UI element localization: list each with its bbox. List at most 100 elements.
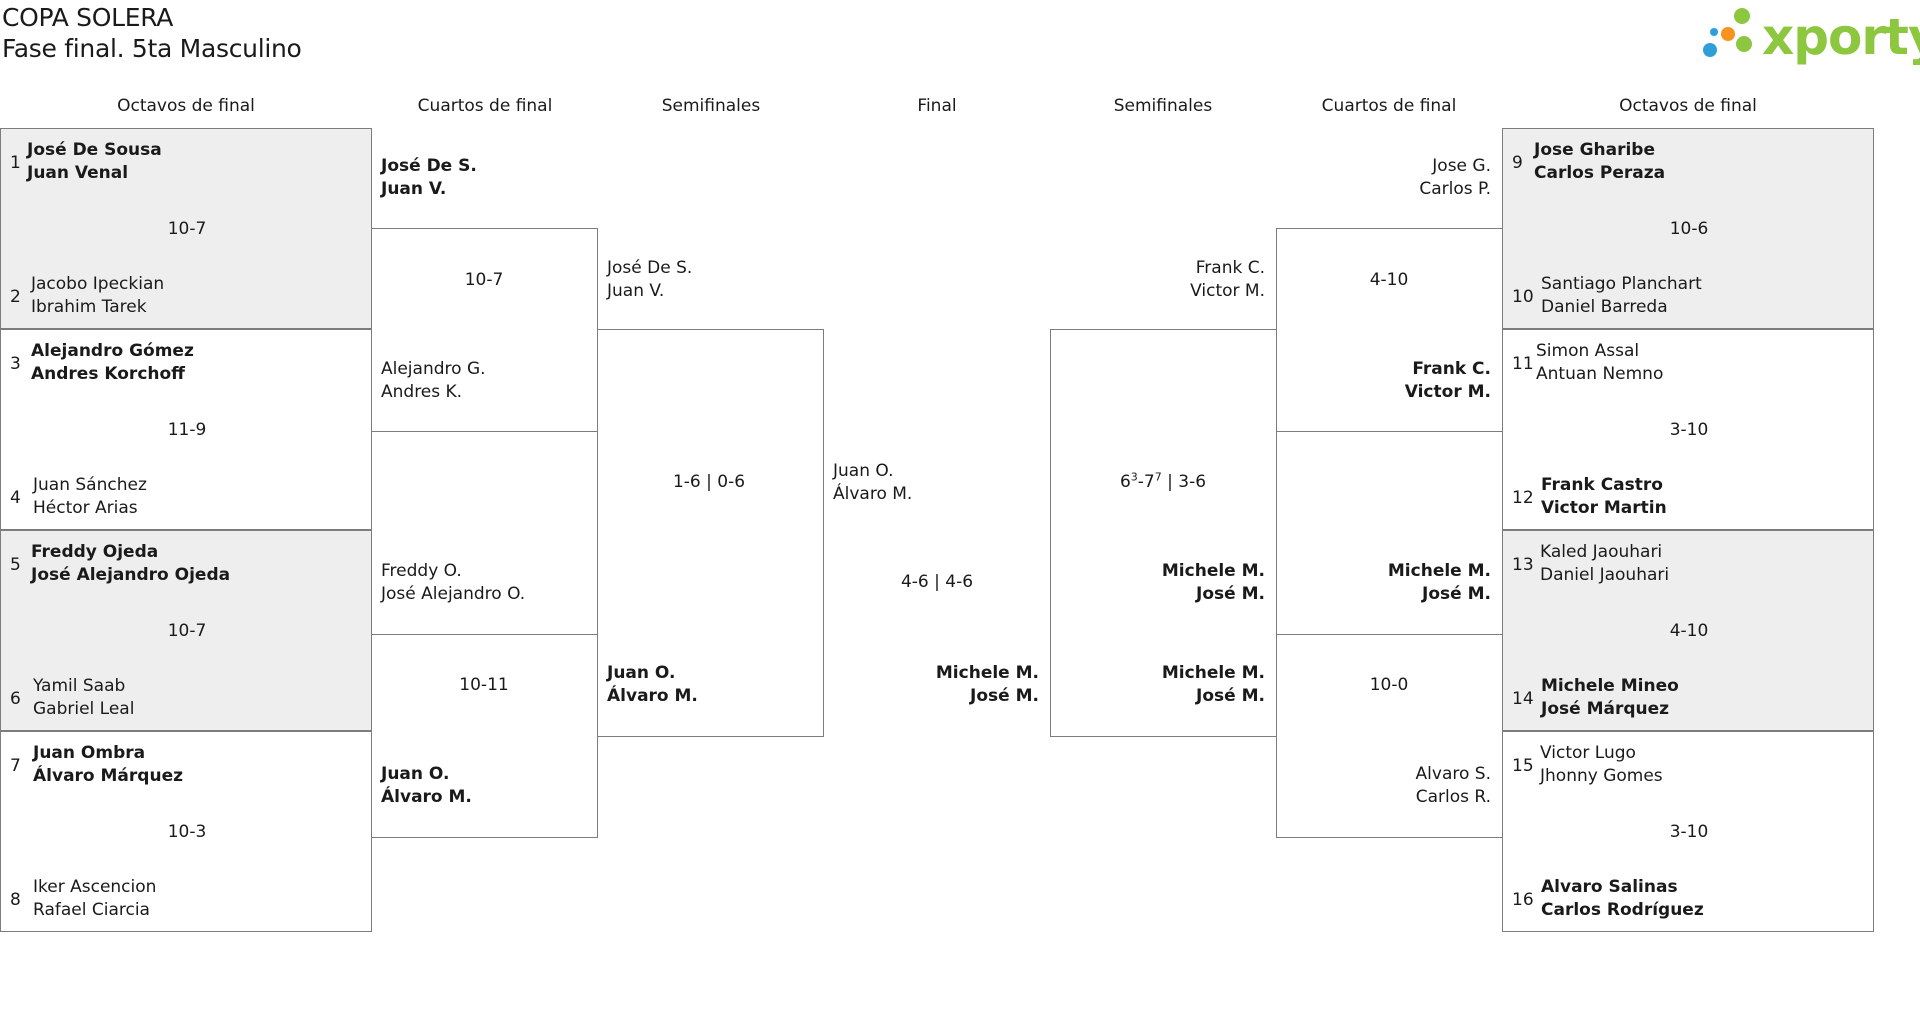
team-b: Jacobo Ipeckian Ibrahim Tarek: [31, 273, 164, 319]
player-name: Alvaro S.: [1415, 764, 1491, 784]
player-name: Daniel Jaouhari: [1540, 565, 1670, 585]
seed-number: 13: [1512, 555, 1534, 575]
team-a: Simon Assal Antuan Nemno: [1536, 340, 1663, 386]
player-name: José M.: [970, 686, 1039, 706]
match-box-r16-right-3: 13 Kaled Jaouhari Daniel Jaouhari 4-10 1…: [1502, 530, 1874, 731]
header-octavos-left: Octavos de final: [117, 96, 255, 116]
player-name: Alvaro Salinas: [1541, 877, 1678, 897]
seed-number: 14: [1512, 689, 1534, 709]
team-b: Juan Sánchez Héctor Arias: [33, 474, 147, 520]
player-name: Héctor Arias: [33, 498, 138, 518]
seed-number: 4: [10, 488, 21, 508]
team-b: Santiago Planchart Daniel Barreda: [1541, 273, 1702, 319]
player-name: Daniel Barreda: [1541, 297, 1668, 317]
qf-left-2-score: 10-11: [459, 675, 509, 695]
qf-left-1-team-b: Alejandro G. Andres K.: [381, 358, 486, 404]
seed-number: 5: [10, 555, 21, 575]
player-name: Michele M.: [1161, 663, 1265, 683]
player-name: José De S.: [607, 258, 693, 278]
team-a: Jose Gharibe Carlos Peraza: [1534, 139, 1665, 185]
team-b: Michele Mineo José Márquez: [1541, 675, 1679, 721]
player-name: Andres Korchoff: [31, 364, 185, 384]
player-name: Gabriel Leal: [33, 699, 135, 719]
player-name: Michele M.: [935, 663, 1039, 683]
team-a: Freddy Ojeda José Alejandro Ojeda: [31, 541, 230, 587]
sf-right-score: 63-77 | 3-6: [1119, 470, 1207, 492]
match-score: 3-10: [1669, 822, 1709, 842]
xporty-logo[interactable]: [1694, 4, 1920, 68]
sf-right-entry-top: Frank C. Victor M.: [1190, 257, 1265, 303]
tournament-name: COPA SOLERA: [2, 3, 174, 32]
player-name: Frank Castro: [1541, 475, 1663, 495]
player-name: José De S.: [381, 156, 477, 176]
sf-left-team-a: José De S. Juan V.: [607, 257, 692, 303]
match-score: 10-7: [167, 219, 207, 239]
match-score: 3-10: [1669, 420, 1709, 440]
player-name: Álvaro M.: [607, 686, 698, 706]
team-b: Iker Ascencion Rafael Ciarcia: [33, 876, 156, 922]
player-name: Álvaro Márquez: [33, 766, 183, 786]
qf-right-2-score: 10-0: [1369, 675, 1409, 695]
seed-number: 10: [1512, 287, 1534, 307]
player-name: Juan O.: [833, 461, 894, 481]
seed-number: 9: [1512, 153, 1523, 173]
qf-right-2-team-b: Alvaro S. Carlos R.: [1416, 763, 1491, 809]
player-name: Victor Lugo: [1540, 743, 1636, 763]
match-box-r16-left-1: 1 José De Sousa Juan Venal 10-7 2 Jacobo…: [0, 128, 372, 329]
player-name: Álvaro M.: [833, 484, 913, 504]
qf-left-2-team-a: Freddy O. José Alejandro O.: [381, 560, 525, 606]
header-semis-left: Semifinales: [661, 96, 761, 116]
player-name: Álvaro M.: [381, 787, 472, 807]
seed-number: 15: [1512, 756, 1534, 776]
match-box-r16-right-2: 11 Simon Assal Antuan Nemno 3-10 12 Fran…: [1502, 329, 1874, 530]
team-b: Yamil Saab Gabriel Leal: [33, 675, 134, 721]
player-name: Victor Martin: [1541, 498, 1667, 518]
player-name: Freddy Ojeda: [31, 542, 159, 562]
seed-number: 1: [10, 153, 21, 173]
logo-text: xporty: [1762, 8, 1920, 66]
player-name: Carlos Peraza: [1534, 163, 1666, 183]
team-a: Alejandro Gómez Andres Korchoff: [31, 340, 194, 386]
seed-number: 6: [10, 689, 21, 709]
team-b: Frank Castro Victor Martin: [1541, 474, 1667, 520]
player-name: Victor M.: [1190, 281, 1265, 301]
player-name: Michele Mineo: [1541, 676, 1679, 696]
player-name: José De Sousa: [27, 140, 162, 160]
header-semis-right: Semifinales: [1113, 96, 1213, 116]
sf-left-score: 1-6 | 0-6: [672, 472, 746, 492]
player-name: Carlos P.: [1419, 179, 1491, 199]
team-a: Kaled Jaouhari Daniel Jaouhari: [1540, 541, 1669, 587]
player-name: Carlos R.: [1415, 787, 1491, 807]
player-name: Jose G.: [1432, 156, 1491, 176]
team-b: Alvaro Salinas Carlos Rodríguez: [1541, 876, 1704, 922]
final-team-a: Juan O. Álvaro M.: [833, 460, 912, 506]
player-name: José M.: [1196, 584, 1265, 604]
player-name: Juan V.: [381, 179, 447, 199]
team-a: José De Sousa Juan Venal: [27, 139, 162, 185]
seed-number: 2: [10, 287, 21, 307]
player-name: José M.: [1196, 686, 1265, 706]
player-name: Jose Gharibe: [1534, 140, 1656, 160]
player-name: Juan V.: [607, 281, 665, 301]
header-final: Final: [917, 96, 957, 116]
player-name: Santiago Planchart: [1541, 274, 1702, 294]
match-score: 10-6: [1669, 219, 1709, 239]
qf-left-2-team-b: Juan O. Álvaro M.: [381, 763, 472, 809]
player-name: José M.: [1422, 584, 1491, 604]
qf-left-1-score: 10-7: [464, 270, 504, 290]
player-name: Simon Assal: [1536, 341, 1640, 361]
player-name: Andres K.: [381, 382, 463, 402]
header-cuartos-left: Cuartos de final: [417, 96, 553, 116]
player-name: Juan O.: [607, 663, 676, 683]
header-cuartos-right: Cuartos de final: [1321, 96, 1457, 116]
match-score: 10-7: [167, 621, 207, 641]
seed-number: 7: [10, 756, 21, 776]
player-name: Iker Ascencion: [33, 877, 157, 897]
player-name: Frank C.: [1195, 258, 1265, 278]
qf-right-1-score: 4-10: [1369, 270, 1409, 290]
player-name: Freddy O.: [381, 561, 462, 581]
match-box-r16-left-2: 3 Alejandro Gómez Andres Korchoff 11-9 4…: [0, 329, 372, 530]
match-box-sf-left: [597, 329, 824, 737]
player-name: José Márquez: [1541, 699, 1670, 719]
sf-left-team-b: Juan O. Álvaro M.: [607, 662, 698, 708]
